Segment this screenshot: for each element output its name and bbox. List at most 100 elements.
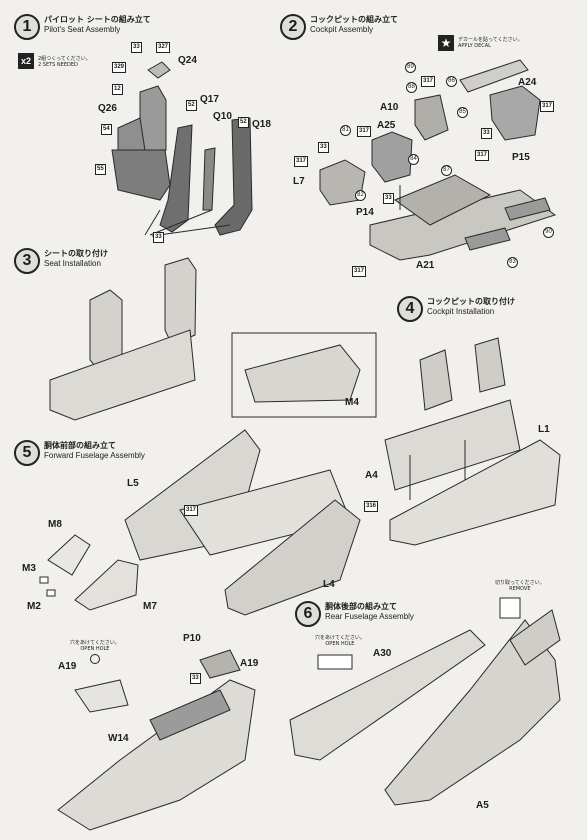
decal-note-jp: デカールを貼ってください。 bbox=[458, 37, 523, 43]
hole-note-jp: 穴をあけてください。 bbox=[315, 635, 365, 641]
decal-ref: 86 bbox=[446, 76, 457, 87]
rear-fuselage-a30 bbox=[289, 629, 486, 761]
label-l5: L5 bbox=[127, 478, 139, 489]
hole-note-en: OPEN HOLE bbox=[80, 646, 110, 652]
decal-ref: 83 bbox=[507, 257, 518, 268]
decal-ref: 52 bbox=[186, 100, 197, 111]
decal-ref: 52 bbox=[238, 117, 249, 128]
seat-frame-55 bbox=[111, 149, 171, 201]
remove-note-en: REMOVE bbox=[509, 586, 531, 592]
hole-note-2: 穴をあけてください。 OPEN HOLE bbox=[315, 635, 365, 647]
step-title-en: Seat Installation bbox=[44, 259, 101, 268]
step-title-en: Forward Fuselage Assembly bbox=[44, 451, 145, 460]
hole-note-jp: 穴をあけてください。 bbox=[70, 640, 120, 646]
decal-ref: 88 bbox=[406, 82, 417, 93]
decal-ref: 89 bbox=[405, 62, 416, 73]
label-m2: M2 bbox=[27, 601, 41, 612]
decal-ref: 317 bbox=[357, 126, 372, 137]
step-title-en: Cockpit Assembly bbox=[310, 25, 374, 34]
x2-note-en: 2 SETS NEEDED bbox=[38, 62, 78, 68]
step-title-jp: パイロット シートの組み立て bbox=[44, 15, 151, 24]
step-title-jp: コックピットの組み立て bbox=[310, 15, 398, 24]
decal-ref: 33 bbox=[318, 142, 329, 153]
decal-ref: 329 bbox=[112, 62, 127, 73]
seat-rail-q17 bbox=[159, 124, 193, 233]
star-icon: ★ bbox=[438, 35, 454, 51]
decal-ref: 317 bbox=[294, 156, 309, 167]
label-p14: P14 bbox=[356, 207, 374, 218]
decal-ref: 81 bbox=[340, 125, 351, 136]
label-m3: M3 bbox=[22, 563, 36, 574]
label-q24: Q24 bbox=[178, 55, 197, 66]
decal-ref: 317 bbox=[540, 101, 555, 112]
step-number: 3 bbox=[14, 248, 40, 274]
step-number: 1 bbox=[14, 14, 40, 40]
label-p15: P15 bbox=[512, 152, 530, 163]
label-a10: A10 bbox=[380, 102, 399, 113]
decal-ref: 317 bbox=[475, 150, 490, 161]
decal-ref: 317 bbox=[421, 76, 436, 87]
decal-ref: 84 bbox=[408, 154, 419, 165]
canopy-m8 bbox=[47, 534, 91, 576]
step-number: 2 bbox=[280, 14, 306, 40]
label-a30: A30 bbox=[373, 648, 392, 659]
decal-ref: 327 bbox=[156, 42, 171, 53]
label-a19-inset: A19 bbox=[58, 661, 77, 672]
decal-note: デカールを貼ってください。 APPLY DECAL bbox=[458, 37, 523, 49]
step-title-jp: シートの取り付け bbox=[44, 249, 108, 258]
x2-note-jp: 2組つくってください。 bbox=[38, 56, 91, 62]
seat-rail-q10 bbox=[202, 147, 216, 211]
step-number: 4 bbox=[397, 296, 423, 322]
label-a21: A21 bbox=[416, 260, 435, 271]
decal-ref: 33 bbox=[153, 232, 164, 243]
decal-ref: 317 bbox=[352, 266, 367, 277]
decal-ref: 90 bbox=[543, 227, 554, 238]
decal-ref: 54 bbox=[101, 124, 112, 135]
fuselage-half-l4 bbox=[224, 499, 361, 616]
step-title-en: Pilot's Seat Assembly bbox=[44, 25, 121, 34]
tub-step3 bbox=[49, 329, 196, 421]
label-p10: P10 bbox=[183, 633, 201, 644]
label-l4: L4 bbox=[323, 579, 335, 590]
remove-note-jp: 切り取ってください。 bbox=[495, 580, 545, 586]
part-a10 bbox=[414, 94, 449, 141]
decal-ref: 55 bbox=[95, 164, 106, 175]
decal-ref: 317 bbox=[184, 505, 199, 516]
label-l1: L1 bbox=[538, 424, 550, 435]
hole-note-en: OPEN HOLE bbox=[325, 641, 355, 647]
label-m4: M4 bbox=[345, 397, 359, 408]
label-m7: M7 bbox=[143, 601, 157, 612]
remove-note: 切り取ってください。 REMOVE bbox=[495, 580, 545, 592]
seat-rail-q18 bbox=[214, 117, 253, 236]
step-number: 6 bbox=[295, 601, 321, 627]
step-title-jp: コックピットの取り付け bbox=[427, 297, 515, 306]
x2-note: 2組つくってください。 2 SETS NEEDED bbox=[38, 56, 91, 68]
label-l7: L7 bbox=[293, 176, 305, 187]
hole-icon bbox=[89, 654, 100, 664]
label-q26: Q26 bbox=[98, 103, 117, 114]
part-a19-detail bbox=[74, 679, 129, 713]
decal-ref: 12 bbox=[112, 84, 123, 95]
step-title-en: Rear Fuselage Assembly bbox=[325, 612, 414, 621]
nose-cone-m7 bbox=[74, 559, 139, 611]
step-title-jp: 胴体後部の組み立て bbox=[325, 602, 397, 611]
label-q18: Q18 bbox=[252, 119, 271, 130]
instrument-panel-a24 bbox=[489, 85, 541, 141]
decal-note-en: APPLY DECAL bbox=[458, 43, 491, 49]
decal-ref: 33 bbox=[190, 673, 201, 684]
instrument-panel-a25 bbox=[371, 131, 413, 183]
x2-badge: x2 bbox=[18, 53, 34, 69]
label-a4: A4 bbox=[365, 470, 378, 481]
decal-ref: 82 bbox=[355, 190, 366, 201]
decal-ref: 33 bbox=[383, 193, 394, 204]
label-a25: A25 bbox=[377, 120, 396, 131]
seat-installed-rear bbox=[164, 257, 197, 346]
decal-ref: 33 bbox=[131, 42, 142, 53]
